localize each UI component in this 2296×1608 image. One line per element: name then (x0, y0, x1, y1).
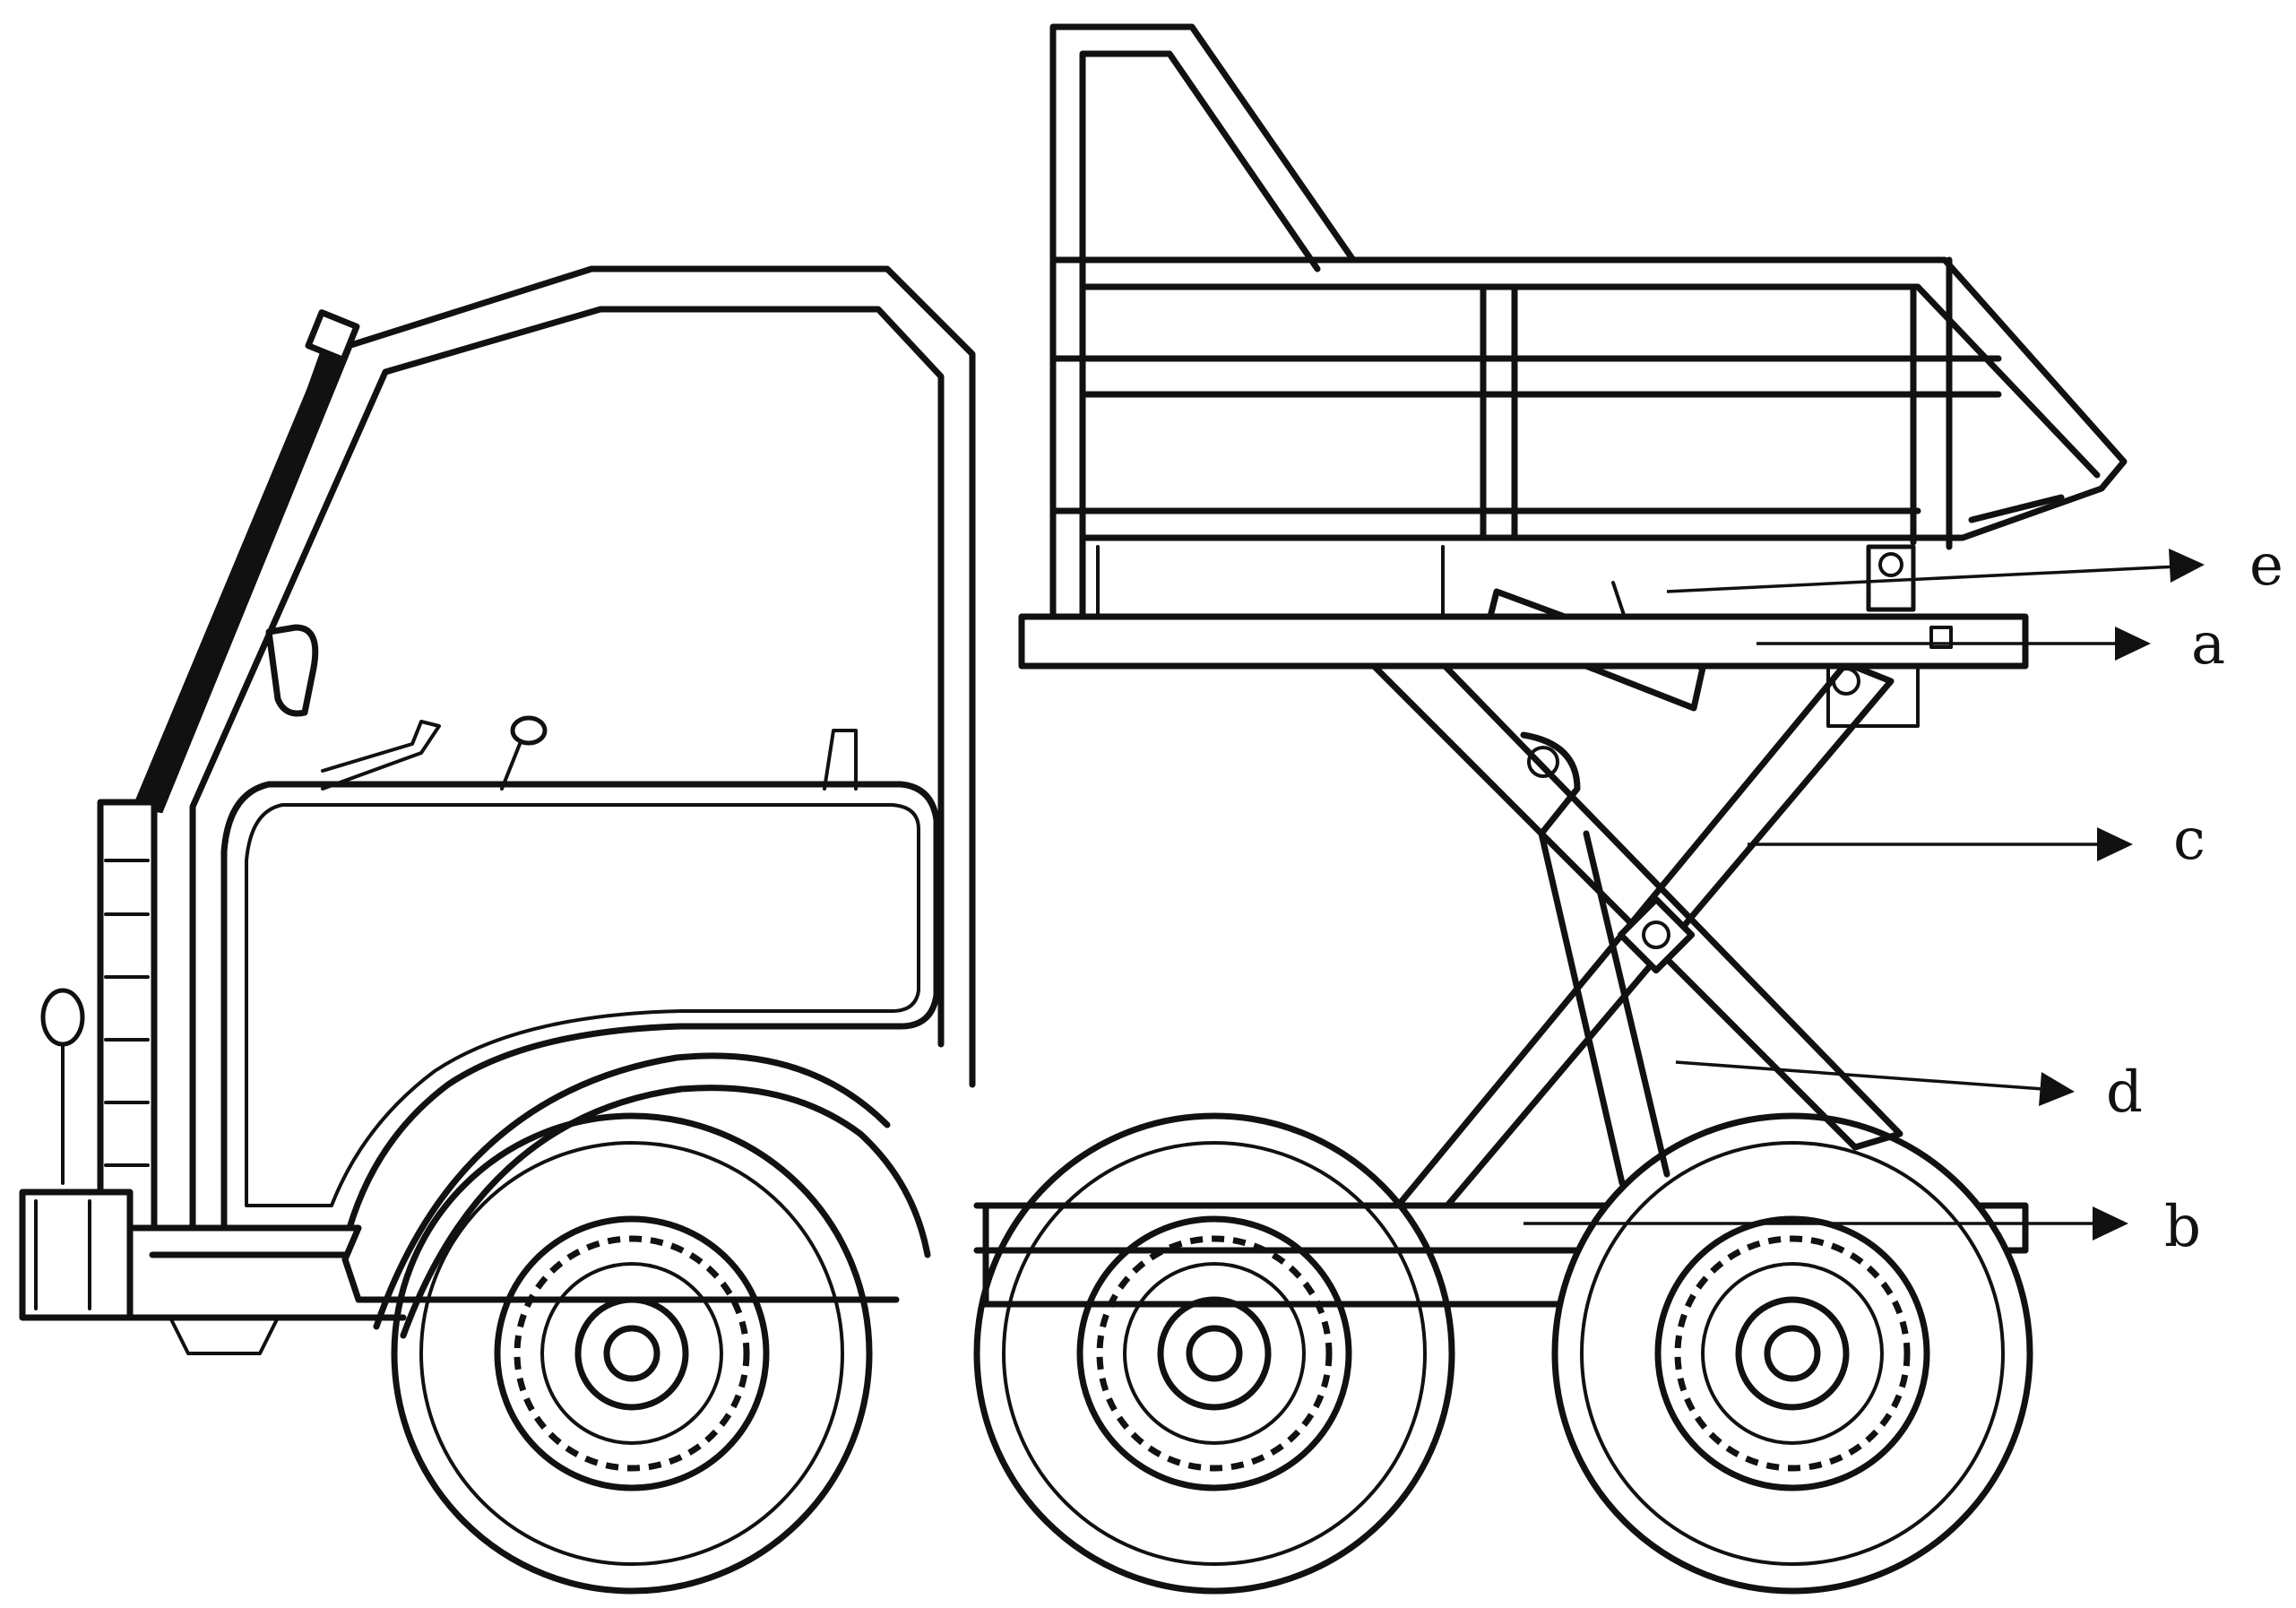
callout-a: a (1757, 611, 2225, 678)
callout-d: d (1675, 1059, 2143, 1126)
cab (19, 265, 976, 1355)
label-a: a (2191, 611, 2225, 678)
label-d: d (2106, 1059, 2143, 1126)
label-c: c (2173, 807, 2205, 873)
label-b: b (2164, 1194, 2201, 1260)
callout-e: e (1666, 532, 2283, 599)
wheel-front (391, 1112, 873, 1595)
callout-b: b (1523, 1194, 2201, 1260)
wheel-middle (973, 1112, 1455, 1595)
scissor-lift (1368, 544, 1920, 1209)
label-e: e (2249, 532, 2283, 599)
work-platform (1018, 23, 2128, 670)
callout-c: c (1748, 807, 2205, 873)
wheel-rear (1551, 1112, 2033, 1595)
